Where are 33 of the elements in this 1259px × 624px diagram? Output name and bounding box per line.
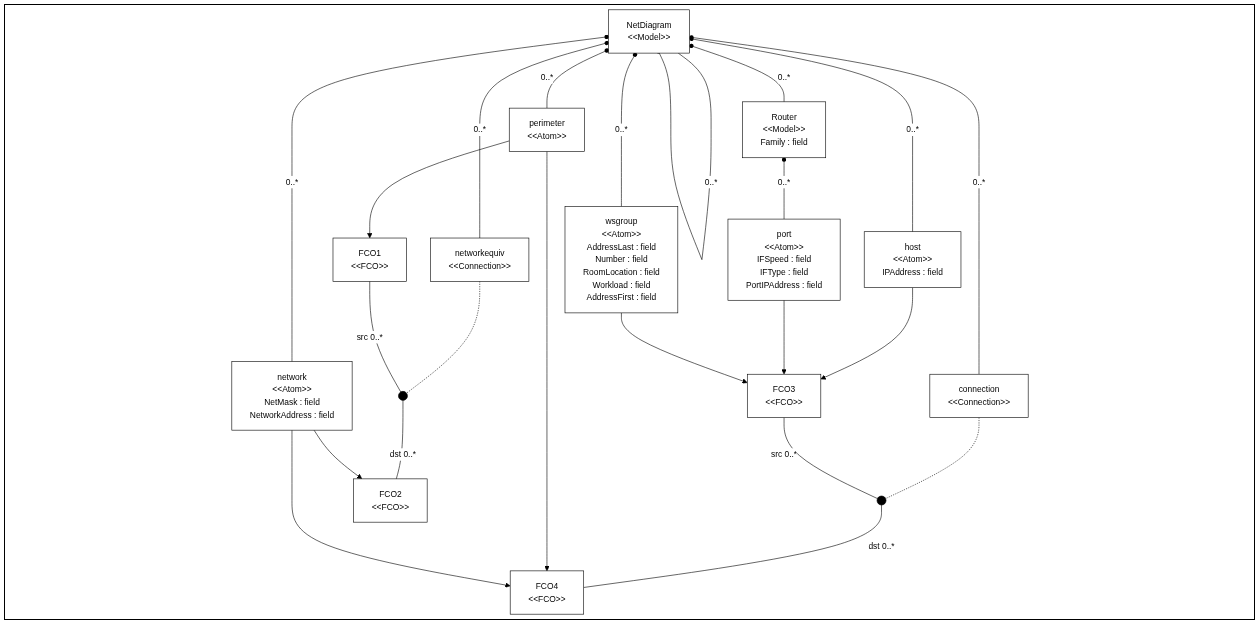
node-box: connection <<Connection>> [929, 373, 1028, 418]
node-box: FCO3 <<FCO>> [746, 373, 821, 418]
connector [368, 281, 401, 393]
connector [582, 504, 882, 588]
edge-label: 0..* [285, 176, 298, 187]
node-box: Router <<Model>> Family : field [741, 101, 826, 159]
node-box: FCO1 <<FCO>> [332, 237, 407, 282]
edge-label: 0..* [472, 124, 486, 135]
connector [884, 417, 979, 499]
edge-label: 0..* [777, 72, 790, 82]
node-box: network <<Atom>> NetMask : field NetworkAddress : field [231, 361, 352, 431]
edge-label: dst 0..* [867, 541, 895, 552]
node-box: FCO4 <<FCO>> [509, 570, 584, 615]
node-box: NetDiagram <<Model>> [607, 9, 690, 54]
edge-label: 0..* [972, 176, 985, 187]
node-box: wsgroup <<Atom>> AddressLast : field Number : field RoomLocation : field Workload : field AddressFirst : field [564, 206, 678, 314]
node-box: FCO2 <<FCO>> [352, 478, 427, 523]
connector [405, 281, 480, 394]
connector [783, 417, 878, 499]
edge-label: dst 0..* [389, 449, 416, 460]
edge-label: src 0..* [770, 449, 797, 460]
edge-label: 0..* [614, 124, 628, 135]
node-box: host <<Atom>> IPAddress : field [863, 231, 961, 288]
node-box: perimeter <<Atom>> [508, 107, 585, 152]
node-box: port <<Atom>> IFSpeed : field IFType : field PortIPAddress : field [727, 218, 840, 301]
edge-label: 0..* [905, 124, 919, 135]
node-circle [876, 495, 886, 506]
edge-label: 0..* [540, 72, 553, 82]
node-box: networkequiv <<Connection>> [429, 237, 529, 282]
edge-label: 0..* [777, 176, 790, 187]
node-circle [397, 391, 408, 401]
edge-label: 0..* [704, 176, 717, 187]
edge-label: src 0..* [356, 332, 383, 342]
